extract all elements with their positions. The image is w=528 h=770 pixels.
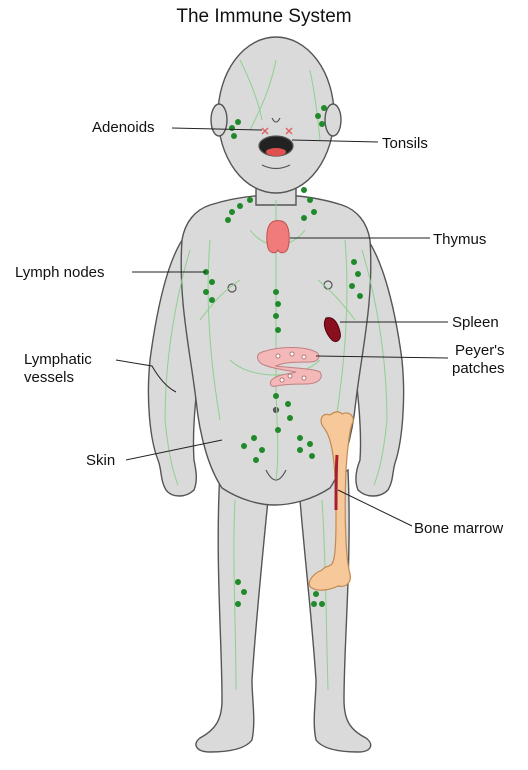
label-skin: Skin [86,452,115,469]
thymus [267,221,289,253]
right-leg [196,470,268,752]
tongue [266,148,286,156]
left-ear [325,104,341,136]
bone-marrow-streak [336,455,337,510]
label-lymphatic-vessels-line1: Lymphatic [24,351,92,368]
label-peyers-patches-line1: Peyer's [455,342,505,359]
label-spleen: Spleen [452,314,499,331]
label-adenoids: Adenoids [92,119,155,136]
label-peyers-patches-line2: patches [452,360,505,377]
left-leg [300,470,371,752]
navel [274,408,279,413]
label-lymphatic-vessels-line2: vessels [24,369,74,386]
label-tonsils: Tonsils [382,135,428,152]
label-lymph-nodes: Lymph nodes [15,264,105,281]
label-bone-marrow: Bone marrow [414,520,503,537]
label-thymus: Thymus [433,231,486,248]
right-ear [211,104,227,136]
